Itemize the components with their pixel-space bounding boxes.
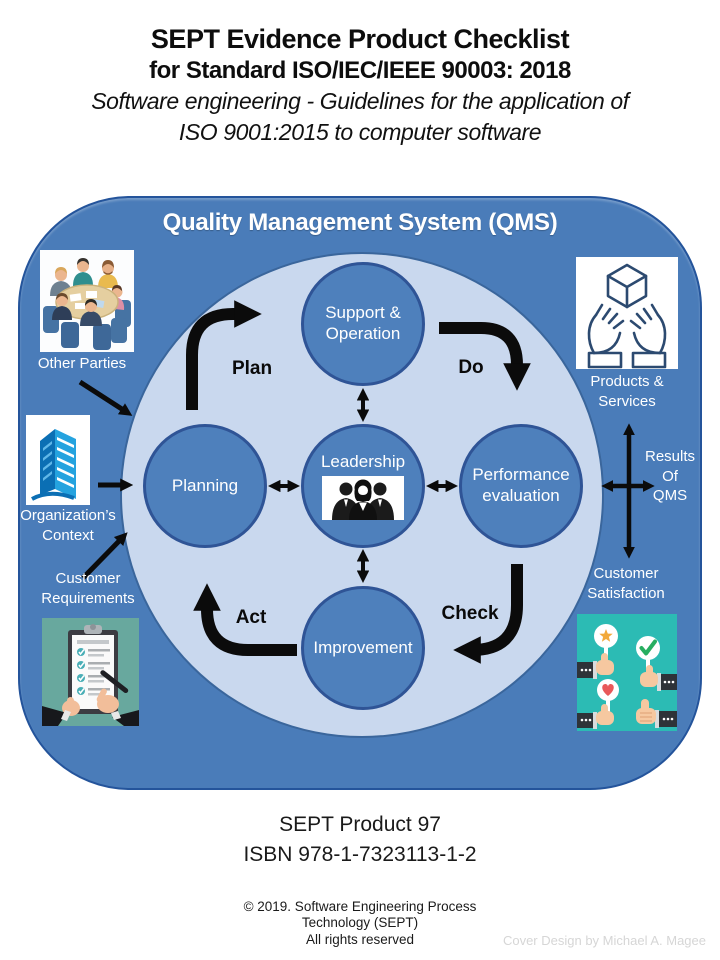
circle-leadership-label: Leadership [320,451,406,471]
isbn: ISBN 978-1-7323113-1-2 [243,843,477,866]
circle-improvement-label: Improvement [313,637,413,657]
circle-planning-label: Planning [171,475,239,495]
building-icon [26,415,90,505]
customer-requirements-label: Customer Requirements [41,570,135,607]
product-number: SEPT Product 97 [279,813,441,836]
products-services-label: Products & Services [590,373,664,410]
subtitle-line-2: ISO 9001:2015 to computer software [178,119,542,145]
check-label: Check [441,603,499,624]
circle-performance-evaluation-label: Performance evaluation [472,465,570,505]
do-label: Do [458,357,484,378]
circle-leadership: Leadership [301,424,425,548]
leadership-people-icon [322,476,404,521]
circle-improvement: Improvement [301,586,425,710]
hands-cube-icon [576,257,678,369]
customer-satisfaction-label: Customer Satisfaction [587,565,665,602]
meeting-people-icon [40,250,134,352]
qms-title: Quality Management System (QMS) [162,209,558,236]
results-of-qms-label: Results Of QMS [644,448,696,504]
other-parties-arrow [78,379,133,416]
circle-performance-evaluation: Performance evaluation [459,424,583,548]
title-line-1: SEPT Evidence Product Checklist [150,24,570,54]
organizations-context-label: Organization’s Context [20,507,116,544]
subtitle-line-1: Software engineering - Guidelines for th… [91,88,629,114]
circle-support-operation: Support & Operation [301,262,425,386]
other-parties-label: Other Parties [37,355,127,372]
circle-planning: Planning [143,424,267,548]
cover-design-credit: Cover Design by Michael A. Magee [502,933,706,948]
plan-label: Plan [231,358,273,379]
circle-support-operation-label: Support & Operation [325,303,401,343]
qms-diagram: Quality Management System (QMS) [18,196,702,790]
copyright-notice: © 2019. Software Engineering Process Tec… [243,899,477,947]
act-label: Act [235,607,267,628]
title-line-2: for Standard ISO/IEC/IEEE 90003: 2018 [149,57,571,84]
clipboard-checklist-icon [42,618,139,726]
thumbs-feedback-icon [577,614,677,731]
